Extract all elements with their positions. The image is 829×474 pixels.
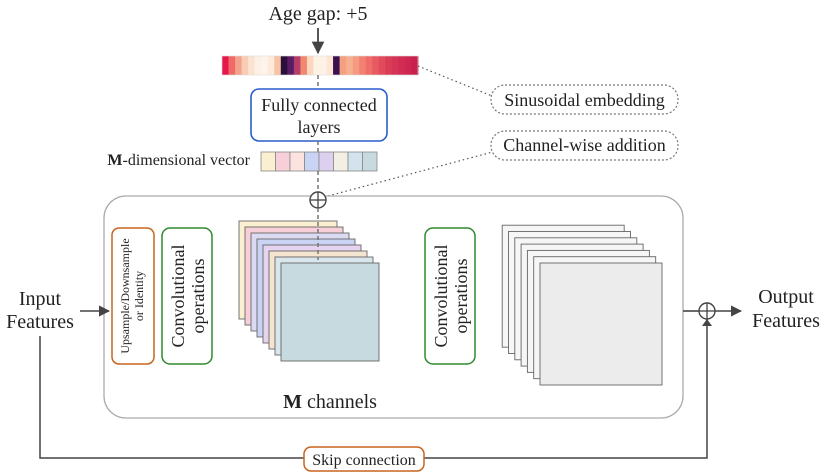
skip-connection-label: Skip connection [312,452,416,469]
sinusoidal-embedding-label: Sinusoidal embedding [504,90,665,110]
upsample-label-line2: or Identity [132,271,146,321]
embedding-cell [274,56,282,75]
embedding-cell [248,56,256,75]
output-channel-map [539,262,663,386]
embedding-leader-line [417,65,498,99]
m-dimensional-vector [260,151,378,172]
input-features-label-line2: Features [6,311,74,333]
fully-connected-label-line2: layers [298,117,341,137]
vector-cell [362,151,378,172]
output-features-label-line1: Output [758,286,814,308]
skip-connection-arrowhead [702,319,712,326]
embedding-cell [300,56,308,75]
sinusoidal-embedding-bar [221,55,419,76]
vector-cell [304,151,320,172]
embedding-cell [235,56,243,75]
embedding-cell [385,56,393,75]
m-channels-label: M channels [283,391,377,413]
channel-wise-addition-label: Channel-wise addition [503,135,665,155]
embedding-cell [398,56,406,75]
embedding-cell [241,56,249,75]
channel-map [280,262,380,362]
embedding-cell [261,56,269,75]
embedding-cell [339,56,347,75]
embedding-cell [404,56,413,75]
fully-connected-label-line1: Fully connected [261,95,376,115]
embedding-cell [326,56,334,75]
conv2-label-line2: operations [451,259,471,334]
conv1-label-line2: operations [188,259,208,334]
embedding-cell [411,56,419,75]
vector-cell [333,151,349,172]
vector-cell [347,151,363,172]
embedding-cell [280,56,288,75]
age-gap-label: Age gap: +5 [268,3,367,25]
fully-connected-box [250,88,388,142]
channel-add-operator [309,191,327,209]
output-channels-stack [501,224,663,386]
skip-connection-box [303,446,425,472]
vector-cell [289,151,305,172]
channel-wise-addition-bubble [490,130,679,161]
embedding-cell [222,56,230,75]
embedding-cell [267,56,275,75]
embedding-cell [320,56,328,75]
embedding-cell [293,56,301,75]
vector-cell [260,151,276,172]
input-features-label-line1: Input [19,288,62,310]
embedding-cell [365,56,373,75]
vector-cell [318,151,334,172]
embedding-cell [378,56,386,75]
embedding-cell [313,56,321,75]
embedding-cell [333,56,341,75]
embedding-cell [359,56,367,75]
embedding-cell [372,56,380,75]
conv2-label-line1: Convolutional [431,245,451,348]
convolutional-operations-box-2 [424,227,476,365]
conv1-label-line1: Convolutional [168,245,188,348]
embedding-cell [352,56,360,75]
embedding-cell [391,56,399,75]
upsample-label-line1: Upsample/Downsample [118,238,132,353]
m-dimensional-vector-label: M-dimensional vector [107,152,250,169]
embedding-cell [346,56,354,75]
convolutional-operations-box-1 [161,227,213,365]
upsample-downsample-box [111,227,155,365]
vector-cell [275,151,291,172]
embedding-cell [306,56,315,75]
sinusoidal-embedding-bubble [490,84,679,115]
embedding-cell [228,56,236,75]
output-add-operator [698,302,716,320]
output-features-label-line2: Features [752,310,820,332]
m-channels-stack [238,208,380,362]
embedding-cell [254,56,262,75]
embedding-cell [287,56,295,75]
